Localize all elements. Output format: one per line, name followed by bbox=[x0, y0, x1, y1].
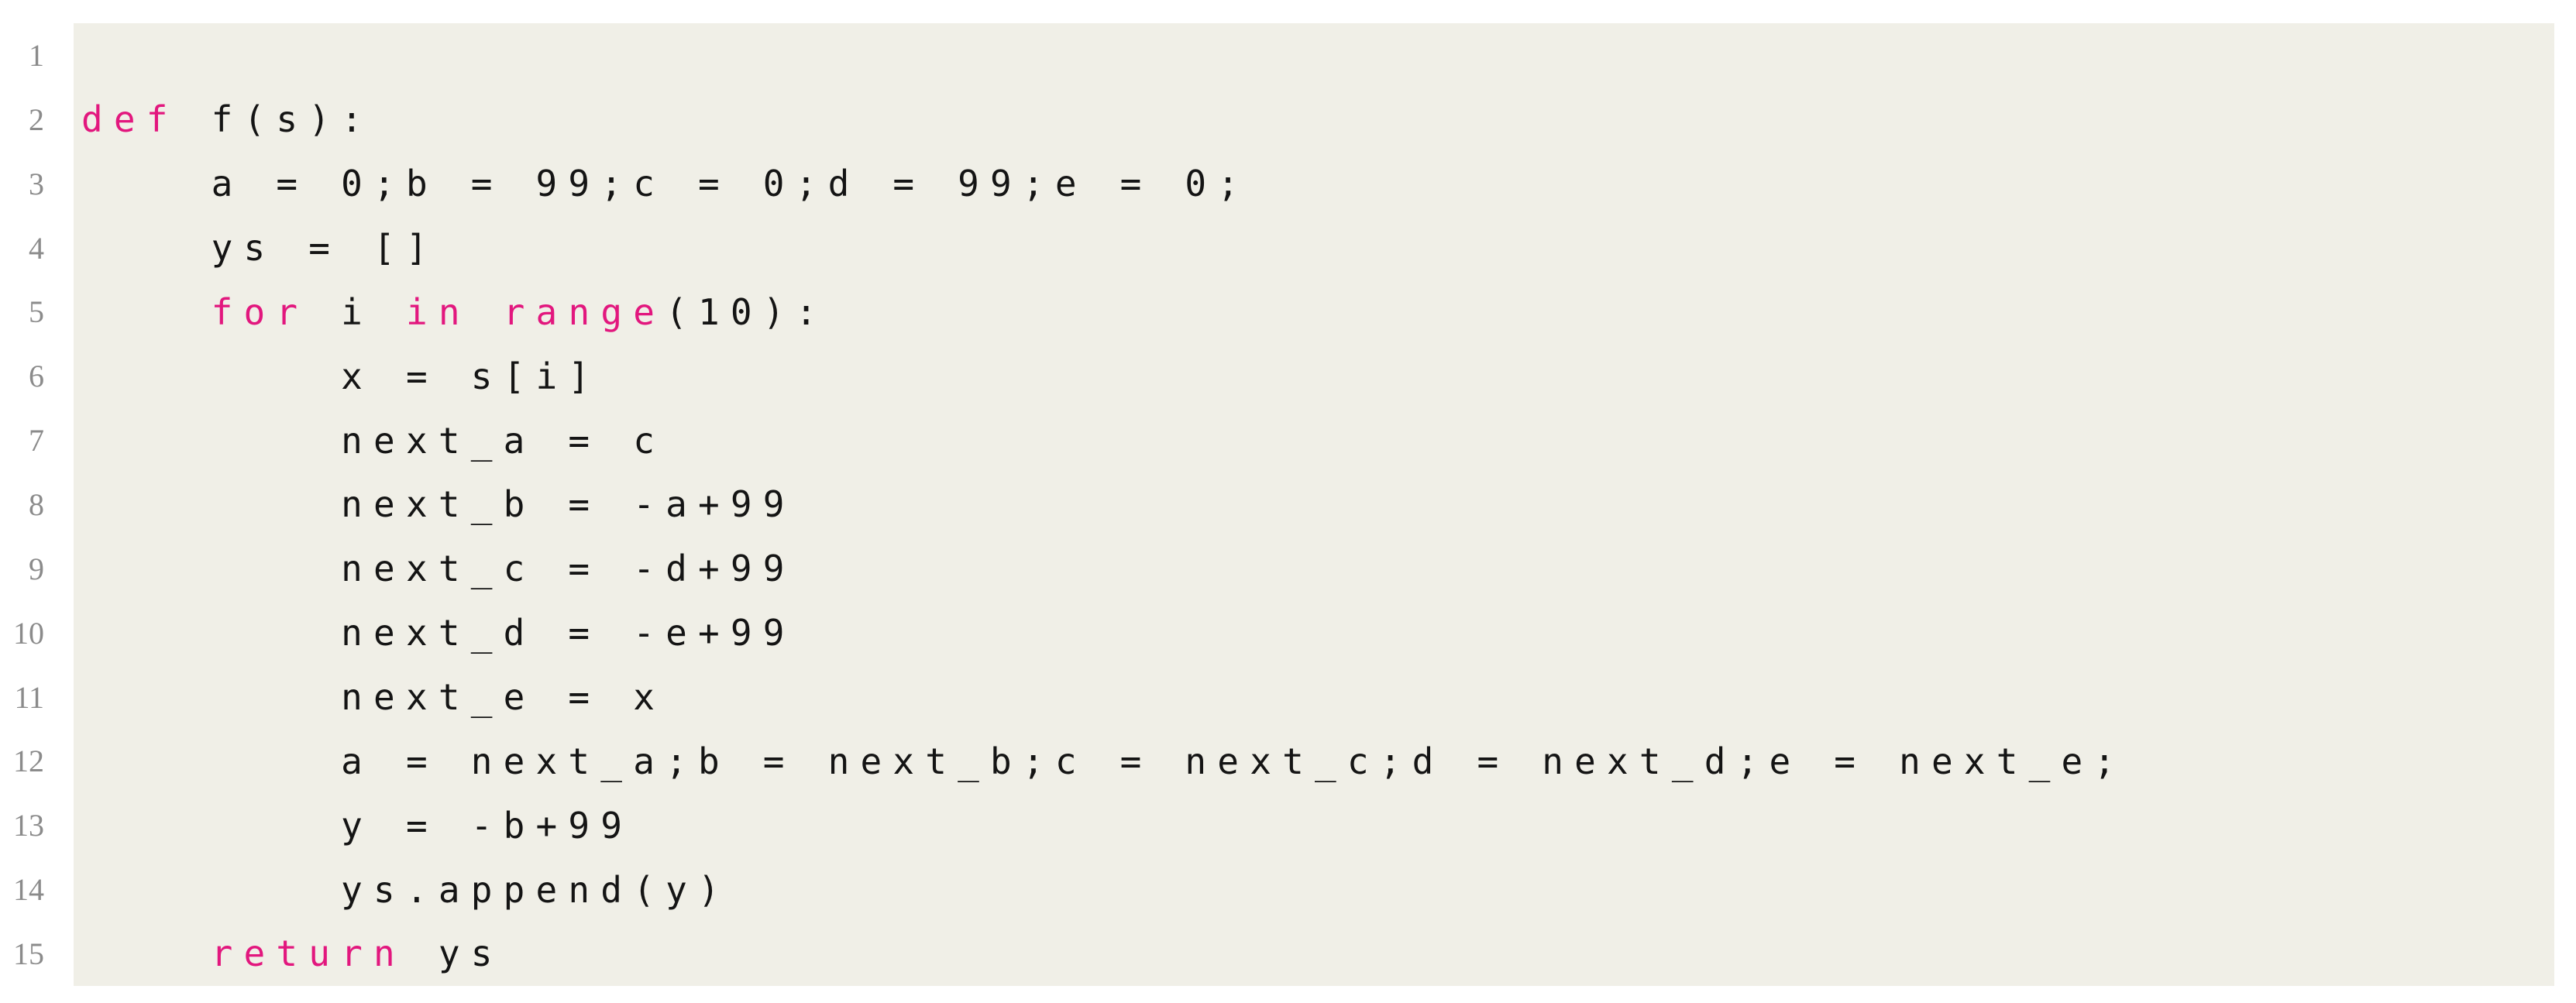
code-token: f(s): bbox=[178, 98, 374, 141]
code-line[interactable]: y = -b+99 bbox=[74, 793, 2554, 858]
line-number: 9 bbox=[29, 551, 44, 586]
code-token: next_d = -e+99 bbox=[81, 612, 796, 654]
code-line-row: 4 ys = [] bbox=[0, 215, 2554, 280]
code-token: next_b = -a+99 bbox=[81, 483, 796, 526]
code-token bbox=[471, 291, 504, 333]
line-number: 2 bbox=[29, 101, 44, 137]
code-line[interactable]: a = 0;b = 99;c = 0;d = 99;e = 0; bbox=[74, 151, 2554, 216]
line-number: 10 bbox=[13, 615, 44, 651]
line-number: 11 bbox=[14, 679, 44, 715]
keyword-token: def bbox=[81, 98, 179, 141]
code-token: y = -b+99 bbox=[81, 804, 634, 847]
code-line[interactable]: ys.append(y) bbox=[74, 857, 2554, 922]
code-line[interactable]: a = next_a;b = next_b;c = next_c;d = nex… bbox=[74, 729, 2554, 794]
code-line-row: 14 ys.append(y) bbox=[0, 857, 2554, 922]
line-number: 6 bbox=[29, 359, 44, 394]
line-number: 3 bbox=[29, 166, 44, 201]
code-line-row: 5 for i in range(10): bbox=[0, 280, 2554, 345]
code-line[interactable]: next_a = c bbox=[74, 408, 2554, 473]
code-line-row: 12 a = next_a;b = next_b;c = next_c;d = … bbox=[0, 729, 2554, 794]
line-number: 4 bbox=[29, 230, 44, 266]
code-token bbox=[81, 933, 212, 974]
code-token: ys bbox=[405, 933, 504, 975]
code-token: a = next_a;b = next_b;c = next_c;d = nex… bbox=[81, 740, 2127, 782]
line-number: 7 bbox=[29, 423, 44, 459]
code-line-row: 7 next_a = c bbox=[0, 408, 2554, 473]
line-number: 5 bbox=[29, 294, 44, 330]
keyword-token: for bbox=[211, 290, 309, 333]
code-line-row: 13 y = -b+99 bbox=[0, 793, 2554, 858]
keyword-token: in bbox=[405, 290, 471, 333]
code-line[interactable]: next_d = -e+99 bbox=[74, 600, 2554, 665]
code-line-row: 11 next_e = x bbox=[0, 665, 2554, 730]
code-token: a = 0;b = 99;c = 0;d = 99;e = 0; bbox=[81, 163, 1250, 205]
code-token: ys = [] bbox=[81, 227, 439, 269]
code-line-row: 9 next_c = -d+99 bbox=[0, 536, 2554, 601]
line-number: 8 bbox=[29, 486, 44, 522]
code-line[interactable]: return ys bbox=[74, 922, 2554, 986]
code-token: (10): bbox=[665, 290, 828, 333]
line-number: 12 bbox=[13, 744, 44, 779]
line-number: 13 bbox=[13, 808, 44, 843]
code-line-row: 3 a = 0;b = 99;c = 0;d = 99;e = 0; bbox=[0, 151, 2554, 216]
code-line-row: 6 x = s[i] bbox=[0, 344, 2554, 409]
code-line[interactable]: next_b = -a+99 bbox=[74, 472, 2554, 537]
code-token: next_c = -d+99 bbox=[81, 548, 796, 590]
code-line[interactable]: ys = [] bbox=[74, 215, 2554, 280]
code-line[interactable]: next_e = x bbox=[74, 665, 2554, 730]
keyword-token: return bbox=[211, 933, 406, 975]
code-line[interactable]: next_c = -d+99 bbox=[74, 536, 2554, 601]
code-token bbox=[81, 291, 212, 333]
code-token: i bbox=[308, 290, 406, 333]
code-token: x = s[i] bbox=[81, 355, 601, 397]
code-line[interactable]: x = s[i] bbox=[74, 344, 2554, 409]
line-number: 1 bbox=[29, 37, 44, 73]
code-token: next_e = x bbox=[81, 676, 666, 719]
line-number: 14 bbox=[13, 872, 44, 908]
code-line-row: 1 bbox=[0, 23, 2554, 88]
code-line-row: 15 return ys bbox=[0, 922, 2554, 986]
code-line-row: 10 next_d = -e+99 bbox=[0, 600, 2554, 665]
code-line-row: 8 next_b = -a+99 bbox=[0, 472, 2554, 537]
line-number: 15 bbox=[13, 936, 44, 971]
code-line[interactable]: def f(s): bbox=[74, 87, 2554, 152]
code-token: ys.append(y) bbox=[81, 868, 731, 911]
keyword-token: range bbox=[503, 290, 666, 333]
code-line-row: 2 def f(s): bbox=[0, 87, 2554, 152]
code-token: next_a = c bbox=[81, 419, 666, 462]
code-line[interactable]: for i in range(10): bbox=[74, 280, 2554, 345]
code-line[interactable] bbox=[74, 23, 2554, 88]
